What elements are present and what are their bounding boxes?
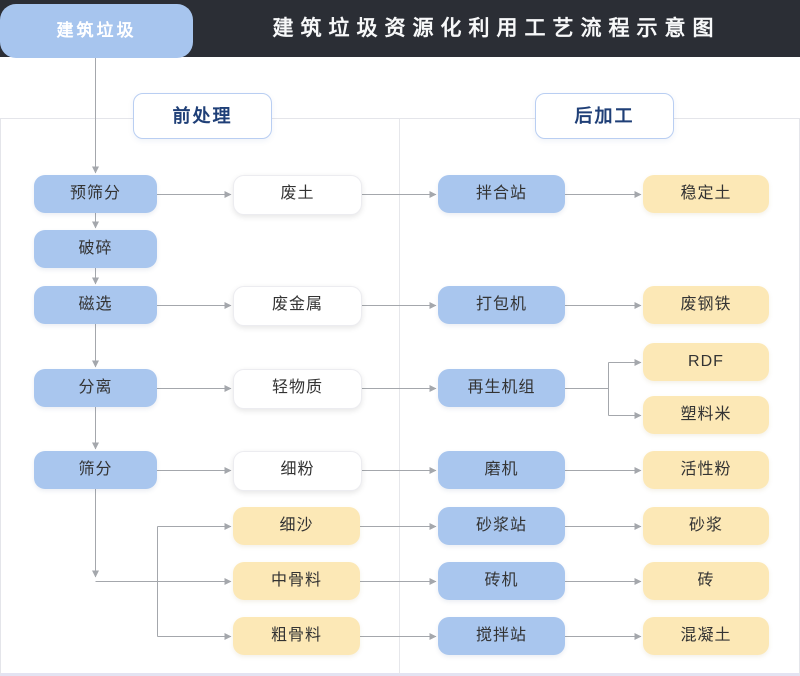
node-brick-machine: 砖机 xyxy=(438,562,565,600)
node-concrete: 混凝土 xyxy=(643,617,769,655)
node-crushing: 破碎 xyxy=(34,230,157,268)
section-divider-line xyxy=(399,119,400,674)
node-fine-sand: 细沙 xyxy=(233,507,360,545)
node-fine-powder: 细粉 xyxy=(233,451,362,491)
node-concrete-mixing-plant: 搅拌站 xyxy=(438,617,565,655)
node-brick: 砖 xyxy=(643,562,769,600)
node-light-material: 轻物质 xyxy=(233,369,362,409)
node-mixing-plant: 拌合站 xyxy=(438,175,565,213)
node-plastic-pellets: 塑料米 xyxy=(643,396,769,434)
source-badge: 建筑垃圾 xyxy=(0,4,193,58)
section-label-preprocessing: 前处理 xyxy=(133,93,272,139)
node-medium-aggregate: 中骨料 xyxy=(233,562,360,600)
node-screening: 筛分 xyxy=(34,451,157,489)
node-magnetic-separation: 磁选 xyxy=(34,286,157,324)
node-waste-soil: 废土 xyxy=(233,175,362,215)
node-regeneration-unit: 再生机组 xyxy=(438,369,565,407)
node-stabilized-soil: 稳定土 xyxy=(643,175,769,213)
node-separation: 分离 xyxy=(34,369,157,407)
node-rdf: RDF xyxy=(643,343,769,381)
section-label-postprocessing: 后加工 xyxy=(535,93,674,139)
node-mortar: 砂浆 xyxy=(643,507,769,545)
node-scrap-steel: 废钢铁 xyxy=(643,286,769,324)
node-pre-screening: 预筛分 xyxy=(34,175,157,213)
node-baler: 打包机 xyxy=(438,286,565,324)
node-active-powder: 活性粉 xyxy=(643,451,769,489)
page-title: 建筑垃圾资源化利用工艺流程示意图 xyxy=(272,17,721,40)
node-mill: 磨机 xyxy=(438,451,565,489)
node-waste-metal: 废金属 xyxy=(233,286,362,326)
node-mortar-plant: 砂浆站 xyxy=(438,507,565,545)
node-coarse-aggregate: 粗骨料 xyxy=(233,617,360,655)
